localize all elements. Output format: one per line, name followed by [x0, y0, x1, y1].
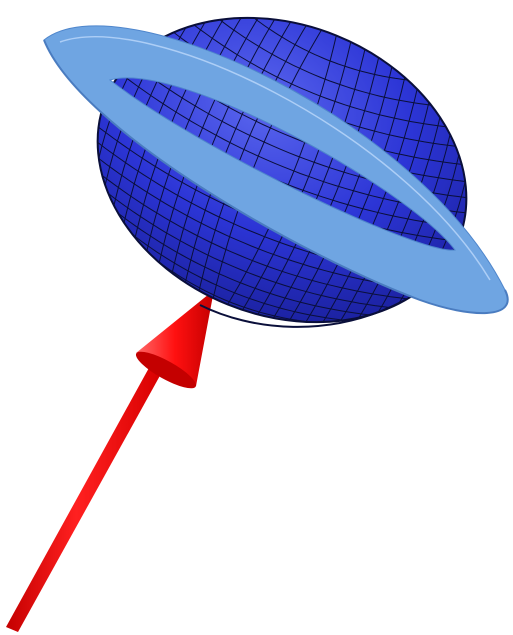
arrow-shaft	[6, 366, 162, 632]
arrow	[6, 290, 214, 632]
